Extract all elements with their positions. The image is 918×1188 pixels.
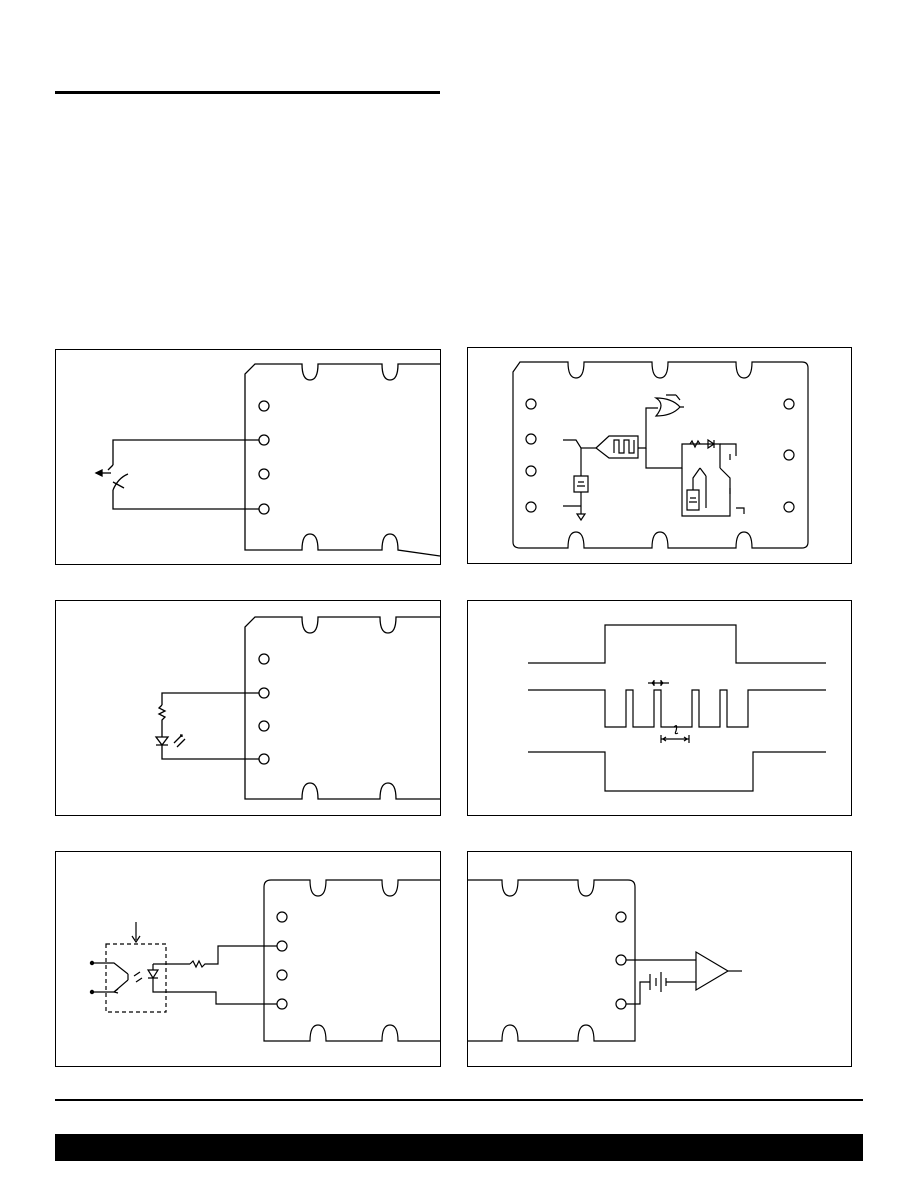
resistor-icon — [159, 705, 165, 731]
switch-icon — [96, 465, 128, 490]
battery-icon — [687, 490, 699, 510]
footer-bar — [55, 1134, 863, 1161]
panel-optocoupler-input — [55, 851, 441, 1067]
or-gate-icon — [656, 398, 680, 416]
pin-icon — [259, 469, 269, 479]
phototransistor-icon — [92, 963, 128, 992]
schmitt-trigger-icon — [596, 436, 638, 458]
resistor-icon — [690, 441, 700, 447]
waveform-icon — [528, 690, 826, 727]
pin-icon — [259, 688, 269, 698]
battery-icon — [650, 972, 696, 992]
dimension-arrow-icon — [661, 726, 689, 743]
pin-icon — [616, 999, 626, 1009]
diode-icon — [708, 440, 714, 448]
pin-icon — [259, 435, 269, 445]
pin-icon — [277, 970, 287, 980]
pin-icon — [259, 401, 269, 411]
resistor-icon — [190, 946, 277, 967]
led-icon — [156, 737, 168, 745]
led-icon — [148, 970, 158, 978]
pin-icon — [784, 399, 794, 409]
panel-logic-circuit — [467, 347, 852, 564]
relay-package-outline — [513, 362, 808, 548]
pin-icon — [784, 450, 794, 460]
optocoupler-box — [106, 944, 166, 1012]
panel-timing-waveforms — [467, 600, 852, 816]
panel-led-input — [55, 600, 441, 816]
pin-icon — [259, 654, 269, 664]
pin-icon — [616, 955, 626, 965]
top-left-rule — [55, 91, 440, 94]
pin-icon — [616, 912, 626, 922]
pin-icon — [526, 399, 536, 409]
pin-icon — [277, 999, 287, 1009]
relay-package-outline — [245, 617, 440, 799]
panel-comparator-input — [467, 851, 852, 1067]
pin-icon — [526, 502, 536, 512]
pin-icon — [259, 721, 269, 731]
pin-icon — [259, 754, 269, 764]
panel-switch-input — [55, 349, 441, 565]
pin-icon — [259, 504, 269, 514]
comparator-icon — [696, 952, 728, 990]
waveform-icon — [528, 752, 826, 791]
waveform-icon — [528, 625, 826, 663]
relay-package-outline — [264, 880, 440, 1041]
relay-package-outline — [468, 880, 635, 1041]
relay-package-outline — [245, 364, 440, 556]
pin-icon — [277, 941, 287, 951]
pin-icon — [526, 466, 536, 476]
bottom-rule — [55, 1099, 863, 1101]
pin-icon — [277, 912, 287, 922]
dimension-arrow-icon — [648, 680, 669, 686]
pin-icon — [784, 502, 794, 512]
pin-icon — [526, 434, 536, 444]
battery-icon — [574, 476, 588, 492]
